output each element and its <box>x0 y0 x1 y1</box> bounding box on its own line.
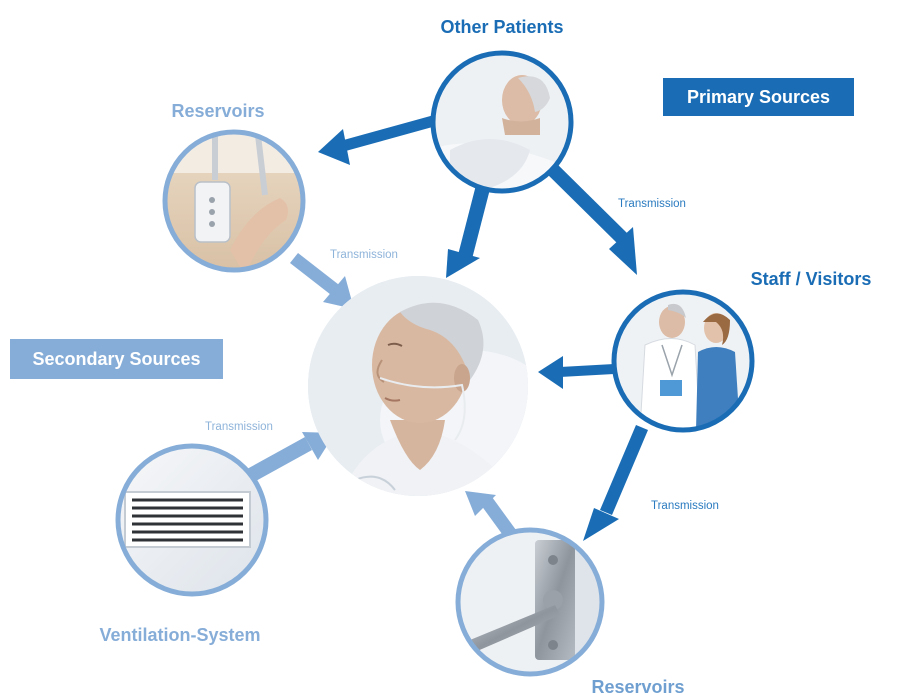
center-patient-photo <box>308 276 528 496</box>
ventilation-label: Ventilation-System <box>99 625 260 645</box>
reservoirs-top-label: Reservoirs <box>171 101 264 121</box>
transmission-label-reservoir-center: Transmission <box>330 249 398 261</box>
reservoirs-door-handle-photo <box>455 527 605 677</box>
reservoirs-bed-handle-photo <box>162 129 306 273</box>
arrow-staff-to-center <box>538 356 614 389</box>
ventilation-photo <box>115 443 269 597</box>
transmission-label-ventilation-center: Transmission <box>205 421 273 433</box>
arrow-patients-to-staff <box>540 157 637 275</box>
staff-visitors-photo <box>611 289 755 433</box>
arrow-doorhandle-to-center <box>465 491 516 538</box>
reservoirs-bottom-label: Reservoirs <box>591 677 684 695</box>
other-patients-label: Other Patients <box>440 17 563 37</box>
secondary-sources-badge: Secondary Sources <box>10 339 223 379</box>
primary-sources-badge: Primary Sources <box>663 78 854 116</box>
arrow-staff-to-reservoir <box>583 425 648 541</box>
transmission-label-patients-staff: Transmission <box>618 198 686 210</box>
arrow-ventilation-to-center <box>247 432 335 482</box>
arrow-reservoir-to-center <box>290 253 354 309</box>
staff-visitors-label: Staff / Visitors <box>751 269 872 289</box>
transmission-label-staff-reservoir: Transmission <box>651 500 719 512</box>
arrow-patients-to-center <box>446 185 490 278</box>
other-patients-photo <box>430 50 574 194</box>
